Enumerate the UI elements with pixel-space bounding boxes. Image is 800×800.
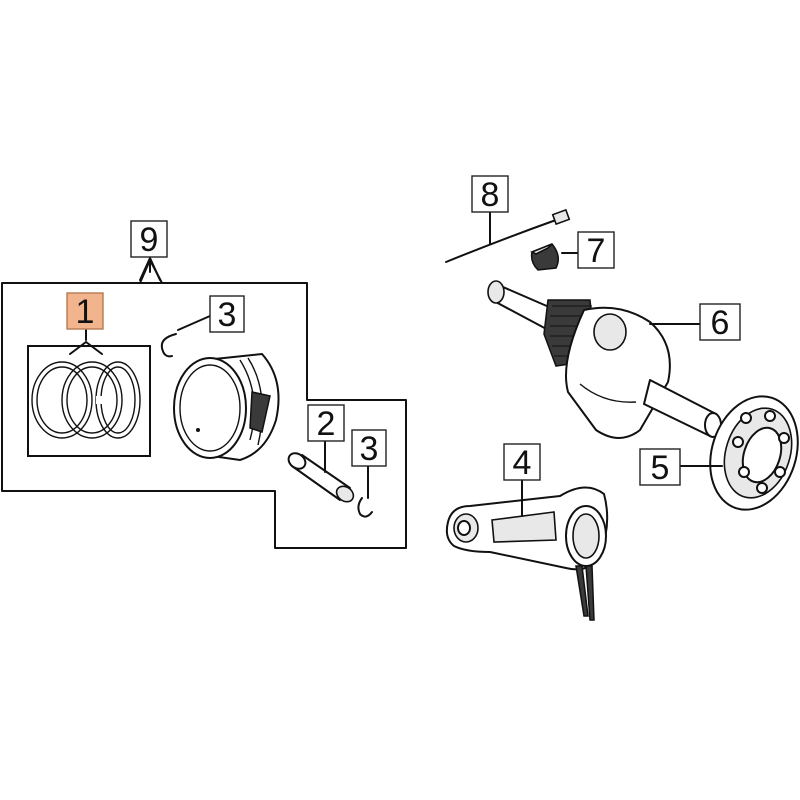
svg-text:4: 4 <box>513 444 532 482</box>
callout-7[interactable]: 7 <box>577 231 615 270</box>
woodruff-key-icon <box>530 243 579 271</box>
callout-8[interactable]: 8 <box>471 175 509 214</box>
svg-text:1: 1 <box>76 293 95 331</box>
callout-4[interactable]: 4 <box>503 443 541 482</box>
callout-2[interactable]: 2 <box>307 404 345 443</box>
callout-6[interactable]: 6 <box>699 303 741 342</box>
circlip-icon <box>160 315 373 518</box>
svg-text:6: 6 <box>711 304 730 342</box>
piston-pin-icon <box>287 437 355 503</box>
ball-bearing-icon <box>679 395 799 511</box>
callout-1[interactable]: 1 <box>66 292 104 331</box>
callout-5[interactable]: 5 <box>639 448 681 487</box>
svg-text:8: 8 <box>481 176 500 214</box>
connecting-rod-icon <box>445 477 609 621</box>
piston-icon <box>173 353 280 461</box>
piston-rings-icon <box>27 329 151 457</box>
callout-3-circlip-bottom[interactable]: 3 <box>351 429 387 468</box>
svg-text:3: 3 <box>218 296 237 334</box>
crankshaft-icon <box>487 280 722 439</box>
cable-tie-icon <box>445 208 571 263</box>
svg-text:7: 7 <box>587 232 606 270</box>
callout-3-circlip-top[interactable]: 3 <box>209 295 245 334</box>
callout-9[interactable]: 9 <box>130 220 168 259</box>
svg-text:3: 3 <box>360 430 379 468</box>
svg-text:9: 9 <box>140 221 159 259</box>
piston-kit-outline <box>1 257 407 549</box>
svg-text:5: 5 <box>651 449 670 487</box>
svg-text:2: 2 <box>317 405 336 443</box>
